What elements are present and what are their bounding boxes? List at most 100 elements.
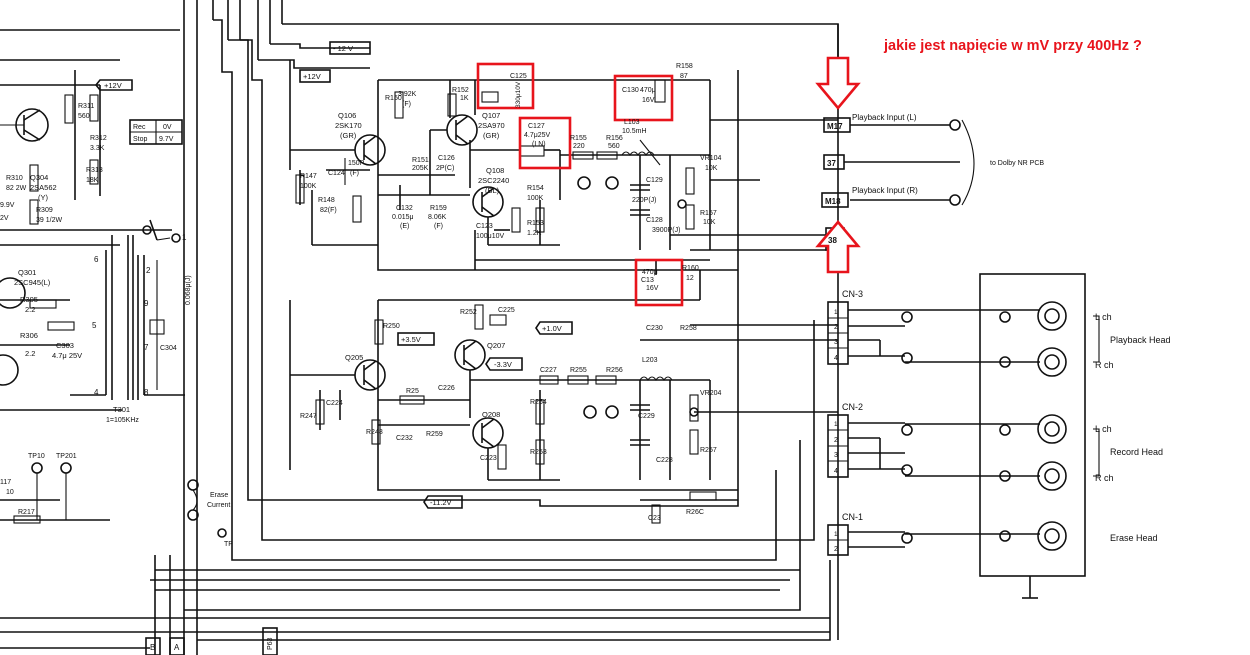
part-label-t301: T301 — [113, 405, 130, 414]
part-label-r305: R305 — [20, 295, 38, 304]
part-label-r256: R256 — [606, 367, 623, 374]
part-label-l203: L203 — [642, 357, 658, 364]
bus-lines — [0, 0, 839, 655]
bias-oscillator — [0, 79, 278, 655]
part-label-r217: R217 — [18, 509, 35, 516]
part-label-c303: C303 — [56, 341, 74, 350]
part-label-q106b: 2SK170 — [335, 121, 362, 130]
rail-m33: -3.3V — [494, 360, 512, 369]
rail-boxes — [299, 41, 573, 509]
part-label-tp201: TP201 — [56, 453, 77, 460]
part-label-r155v: 220 — [573, 143, 585, 150]
cn2-label: CN-2 — [842, 402, 863, 412]
part-label-erase: Erase — [210, 492, 228, 499]
part-label-c228: C228 — [656, 457, 673, 464]
rec-voltage: 0V — [163, 124, 172, 131]
highlight-boxes — [476, 62, 684, 307]
part-label-n9: 9 — [144, 299, 149, 308]
part-label-r305v: 2.2 — [25, 305, 35, 314]
part-label-l103v: 10.5mH — [622, 128, 647, 135]
highlight-c125 — [476, 62, 535, 110]
cn1-pin-2: 2 — [834, 546, 838, 553]
part-label-c126: C126 — [438, 155, 455, 162]
lch-record: L ch — [1095, 424, 1112, 434]
pin-m18: M18 — [825, 197, 841, 206]
rail-p10: +1.0V — [542, 324, 562, 333]
part-label-r252: R252 — [460, 309, 477, 316]
playback-head-label: Playback Head — [1110, 335, 1171, 345]
part-label-r151: R151 — [412, 157, 429, 164]
part-label-c123: C123 — [476, 223, 493, 230]
part-label-n7: 7 — [144, 343, 149, 352]
part-label-r154v: 100K — [527, 195, 544, 202]
part-label-r156v: 560 — [608, 143, 620, 150]
part-label-c230: C230 — [646, 325, 663, 332]
part-label-c224: C224 — [326, 400, 343, 407]
part-label-r160v: 12 — [686, 275, 694, 282]
part-label-erase2: Current — [207, 502, 230, 509]
part-label-n8: 8 — [144, 388, 149, 397]
part-label-c304v: 0.068μ(J) — [185, 275, 192, 305]
part-label-c130v: 470μ — [640, 87, 656, 94]
part-label-c127v: 4.7μ25V — [524, 132, 551, 139]
part-label-r155: R155 — [570, 135, 587, 142]
part-label-r157: R157 — [700, 210, 717, 217]
cn1-pin-1: 1 — [834, 531, 838, 538]
pin-m17: M17 — [827, 122, 843, 131]
part-label-r250: R250 — [383, 323, 400, 330]
part-label-r117: 117 — [0, 479, 11, 486]
part-label-r311v: 560 — [78, 113, 90, 120]
part-label-n6: 6 — [94, 255, 99, 264]
part-label-c129: C129 — [646, 177, 663, 184]
part-label-r313: R313 — [86, 167, 103, 174]
cn3-pin-4: 4 — [834, 355, 838, 362]
part-label-c303v: 4.7μ 25V — [52, 351, 82, 360]
part-label-c123v: 100μ10V — [476, 233, 504, 240]
stop-label: Stop — [133, 136, 148, 143]
highlight-c130 — [613, 74, 674, 122]
part-label-c128v: 3900P(J) — [652, 227, 680, 234]
part-label-c128: C128 — [646, 217, 663, 224]
part-label-r153: R153 — [527, 220, 544, 227]
cn3-pin-3: 3 — [834, 339, 838, 346]
pin-38: 38 — [828, 236, 837, 245]
part-label-c124w: (F) — [350, 170, 359, 177]
playback-amp-lower — [289, 270, 838, 524]
cn2-pin-4: 4 — [834, 468, 838, 475]
part-label-r147v: 100K — [300, 183, 317, 190]
rch-playback: R ch — [1095, 360, 1114, 370]
part-label-r312: R312 — [90, 135, 107, 142]
part-label-r248: R248 — [366, 429, 383, 436]
part-label-r309v: 39 1/2W — [36, 217, 62, 224]
part-label-q106c: (GR) — [340, 131, 357, 140]
cn3-label: CN-3 — [842, 289, 863, 299]
erase-head-label: Erase Head — [1110, 533, 1158, 543]
part-label-q304b: 2SA562 — [30, 183, 57, 192]
part-label-r255: R255 — [570, 367, 587, 374]
part-label-r152: R152 — [452, 87, 469, 94]
part-label-r148v: 82(F) — [320, 207, 337, 214]
part-label-r150v: 3.92K — [398, 91, 417, 98]
part-label-c304: C304 — [160, 345, 177, 352]
highlight-c13 — [634, 258, 684, 307]
part-label-q304: Q304 — [30, 173, 48, 182]
pin-37: 37 — [827, 159, 836, 168]
part-label-c132v: 0.015μ — [392, 214, 414, 221]
record-head-label: Record Head — [1110, 447, 1163, 457]
labels: M17 Playback Input (L) 37 M18 Playback I… — [0, 44, 1171, 652]
part-label-q205: Q205 — [345, 353, 363, 362]
part-label-r157v: 10K — [703, 219, 716, 226]
highlight-c127 — [518, 116, 572, 170]
part-label-tp10: TP10 — [28, 453, 45, 460]
part-label-r154: R154 — [527, 185, 544, 192]
rail-p12-a: +12V — [303, 72, 321, 81]
part-label-q107b: 2SA970 — [478, 121, 505, 130]
part-label-q108: Q108 — [486, 166, 504, 175]
dolby-label: to Dolby NR PCB — [990, 160, 1044, 167]
part-label-q107c: (GR) — [483, 131, 500, 140]
arrow-down-icon — [815, 56, 861, 111]
part-label-v9: 9.9V — [0, 202, 15, 209]
part-label-c13w: 16V — [646, 285, 659, 292]
part-label-r148: R148 — [318, 197, 335, 204]
